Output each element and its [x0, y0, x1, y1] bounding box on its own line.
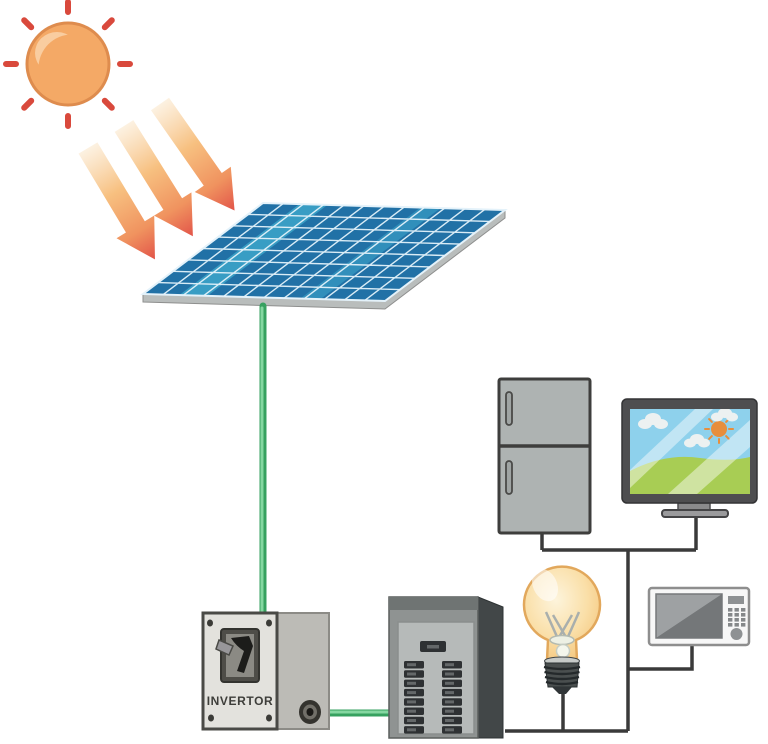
- sunlight-arrow-1: [78, 142, 155, 260]
- breaker-switch: [442, 726, 462, 734]
- light-bulb: [522, 565, 602, 694]
- bulb-base-threads: [543, 665, 581, 686]
- inverter: INVERTOR: [201, 611, 330, 731]
- sunlight-arrow-3: [150, 97, 235, 211]
- screw: [266, 619, 272, 627]
- sunlight-arrows: [78, 97, 235, 260]
- breaker-switch: [442, 661, 462, 669]
- breaker-switch: [442, 707, 462, 715]
- breaker-switch: [404, 698, 424, 706]
- wire-microwave: [628, 645, 694, 671]
- fridge-handle-bottom: [505, 460, 513, 495]
- breaker-switch: [404, 707, 424, 715]
- inverter-port: [299, 700, 321, 724]
- tv: [621, 398, 758, 518]
- breaker-switch: [442, 670, 462, 678]
- breaker-switch: [404, 688, 424, 697]
- fridge-handle-top: [505, 391, 513, 426]
- inverter-label: INVERTOR: [207, 694, 274, 708]
- sunlight-arrow-2: [114, 120, 193, 237]
- breaker-switch: [442, 716, 462, 725]
- microwave-start-button: [730, 628, 743, 640]
- microwave-display: [728, 596, 744, 604]
- power-wires: [505, 516, 698, 733]
- bulb-filament: [544, 611, 581, 640]
- switch-lever: [231, 636, 253, 673]
- bulb-stem-tip: [555, 643, 571, 659]
- breaker-switch: [404, 670, 424, 678]
- screw: [208, 714, 214, 722]
- tv-screen-clouds: [638, 409, 738, 448]
- breaker-panel-inner: [397, 621, 475, 735]
- inverter-screws: [207, 619, 272, 722]
- solar-panel: [140, 201, 508, 310]
- fridge-body: [497, 377, 592, 535]
- tv-stand-base: [661, 509, 729, 518]
- breaker-switch: [442, 698, 462, 706]
- main-breaker: [420, 641, 446, 652]
- bulb-base-tip: [552, 687, 572, 694]
- bulb-glass-highlight: [531, 568, 559, 602]
- breaker-panel: [388, 596, 504, 739]
- sun-rays: [3, 0, 133, 129]
- breaker-switch: [404, 716, 424, 725]
- sun-icon: [3, 0, 133, 129]
- switch-knob: [215, 638, 234, 656]
- breaker-switch: [404, 679, 424, 688]
- tv-screen-grass: [630, 456, 750, 494]
- screw: [266, 714, 272, 722]
- breaker-panel-top-band: [389, 597, 478, 610]
- tv-screen-reflections: [630, 409, 750, 494]
- bulb-stem: [549, 634, 575, 646]
- breaker-switch: [442, 688, 462, 697]
- microwave-keypad: [728, 608, 746, 627]
- refrigerator: [497, 377, 592, 535]
- screw: [207, 619, 213, 627]
- breaker-switch: [404, 726, 424, 734]
- breaker-switch: [442, 679, 462, 688]
- breaker-switch: [404, 661, 424, 669]
- panel-grid: [157, 203, 491, 301]
- inverter-switch: [215, 628, 260, 683]
- microwave: [647, 586, 751, 647]
- breaker-panel-side: [477, 596, 504, 739]
- panel-outline: [140, 201, 508, 303]
- microwave-door: [655, 593, 723, 639]
